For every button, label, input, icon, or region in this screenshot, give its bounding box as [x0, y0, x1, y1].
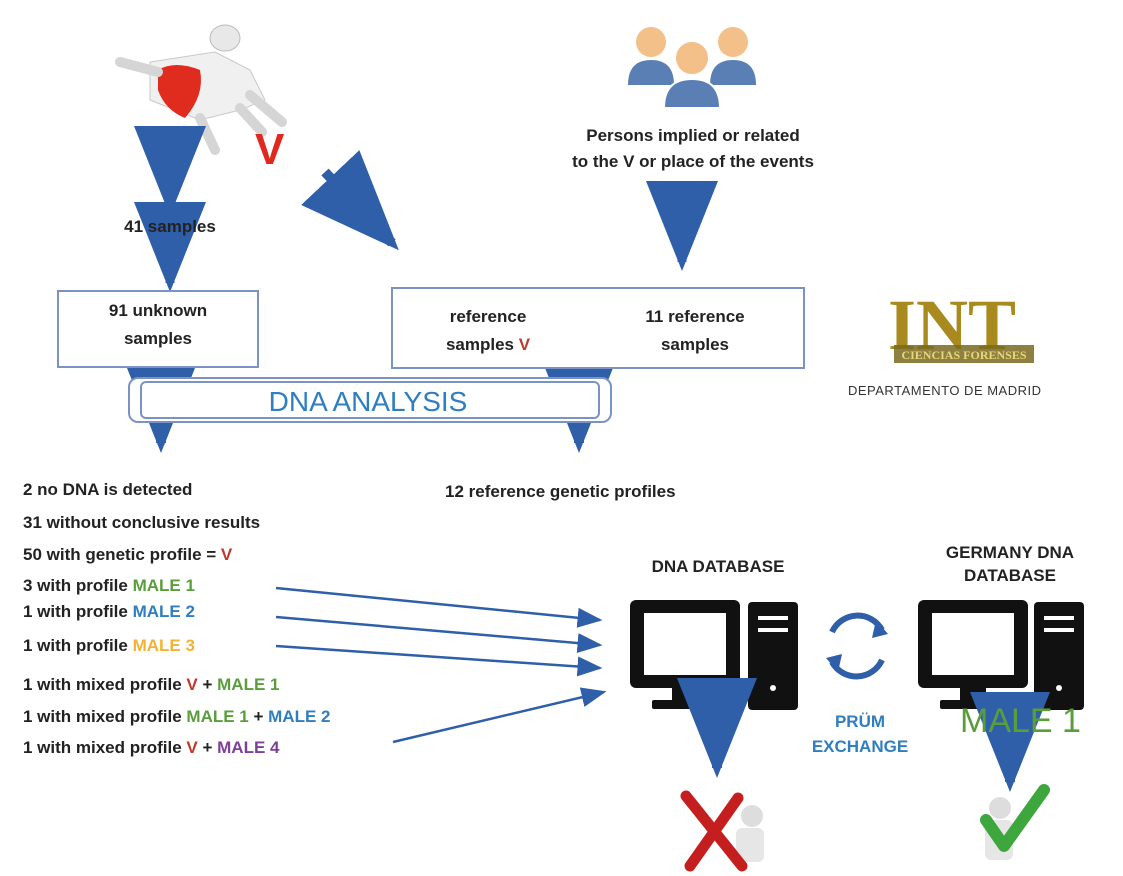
profile-v: V	[220, 545, 233, 564]
svg-text:CIENCIAS FORENSES: CIENCIAS FORENSES	[901, 348, 1026, 362]
result-row: 1 with mixed profile V + MALE 1	[23, 675, 279, 695]
result-text: 3 with profile	[23, 576, 133, 595]
reference-right-line2: samples	[660, 335, 730, 354]
result-text: 1 with mixed profile	[23, 707, 187, 726]
samples-41: 41 samples	[124, 217, 216, 236]
profile-v: V	[186, 738, 198, 757]
unknown-samples-text: 91 unknown samples	[57, 301, 259, 349]
victim-label: V	[255, 125, 285, 174]
profile-male2: MALE 2	[268, 707, 331, 726]
prum-line1: PRÜM	[834, 712, 886, 731]
reference-11-text: 11 reference samples	[610, 307, 780, 355]
arrow-male3-to-db	[275, 644, 603, 677]
dna-analysis-banner-inner	[140, 381, 600, 419]
result-row: 1 with mixed profile V + MALE 4	[23, 738, 279, 758]
arrow-male2-to-db	[275, 615, 603, 654]
persons-line2: to the V or place of the events	[572, 152, 814, 171]
reference-profiles-text: 12 reference genetic profiles	[445, 482, 676, 501]
result-row: 31 without conclusive results	[23, 513, 260, 533]
germany-database-computer-icon	[918, 600, 1084, 710]
germany-database-label: GERMANY DNA DATABASE	[920, 543, 1100, 586]
green-check-figure-icon	[980, 784, 1050, 860]
result-text: 1 with mixed profile	[23, 738, 187, 757]
result-text: 1 with profile	[23, 636, 133, 655]
result-row: 2 no DNA is detected	[23, 480, 192, 500]
reference-samples-box	[391, 287, 805, 369]
result-text: 1 with mixed profile	[23, 675, 187, 694]
prum-exchange-label: PRÜM EXCHANGE	[800, 712, 920, 757]
result-row: 1 with mixed profile MALE 1 + MALE 2	[23, 707, 330, 727]
plus-sign: +	[248, 707, 269, 726]
victim-figure-icon	[115, 24, 287, 155]
arrow-victim-to-reference	[301, 150, 399, 251]
result-text: 2 no DNA is detected	[23, 480, 193, 499]
profile-male1: MALE 1	[132, 576, 195, 595]
germany-line2: DATABASE	[964, 566, 1056, 585]
reference-v-text: reference samples V	[418, 307, 558, 355]
reference-right-line1: 11 reference	[645, 307, 745, 326]
result-row: 3 with profile MALE 1	[23, 576, 195, 596]
unknown-line1: 91 unknown	[108, 301, 208, 320]
unknown-samples-box	[57, 290, 259, 368]
sync-arrows-icon	[826, 612, 888, 680]
germany-line1: GERMANY DNA	[945, 543, 1075, 562]
dna-database-label: DNA DATABASE	[651, 557, 785, 576]
people-group-icon	[628, 27, 756, 109]
germany-match-label: MALE 1	[960, 702, 1081, 740]
reference-left-line2: samples	[445, 335, 514, 354]
red-x-figure-icon	[680, 790, 764, 872]
result-text: 50 with genetic profile =	[23, 545, 221, 564]
result-text: 31 without conclusive results	[23, 513, 261, 532]
result-row: 1 with profile MALE 2	[23, 602, 195, 622]
profile-v: V	[186, 675, 198, 694]
persons-line1: Persons implied or related	[586, 126, 800, 145]
prum-line2: EXCHANGE	[811, 737, 909, 756]
result-row: 1 with profile MALE 3	[23, 636, 195, 656]
unknown-line2: samples	[123, 329, 193, 348]
profile-male1: MALE 1	[186, 707, 249, 726]
profile-male2: MALE 2	[132, 602, 195, 621]
plus-sign: +	[197, 738, 218, 757]
profile-male1: MALE 1	[217, 675, 280, 694]
logo-subtitle: DEPARTAMENTO DE MADRID	[848, 383, 1042, 398]
persons-text: Persons implied or related to the V or p…	[528, 126, 858, 172]
arrow-male1-to-db	[275, 586, 603, 628]
result-text: 1 with profile	[23, 602, 133, 621]
int-logo: INT CIENCIAS FORENSES	[888, 285, 1034, 365]
result-row: 50 with genetic profile = V	[23, 545, 232, 565]
arrow-male4-to-db	[392, 687, 607, 744]
reference-left-line1: reference	[449, 307, 527, 326]
reference-left-v: V	[518, 335, 531, 354]
plus-sign: +	[197, 675, 218, 694]
profile-male3: MALE 3	[132, 636, 195, 655]
dna-analysis-title: DNA ANALYSIS	[268, 386, 468, 417]
profile-male4: MALE 4	[217, 738, 280, 757]
dna-database-computer-icon	[630, 600, 798, 710]
